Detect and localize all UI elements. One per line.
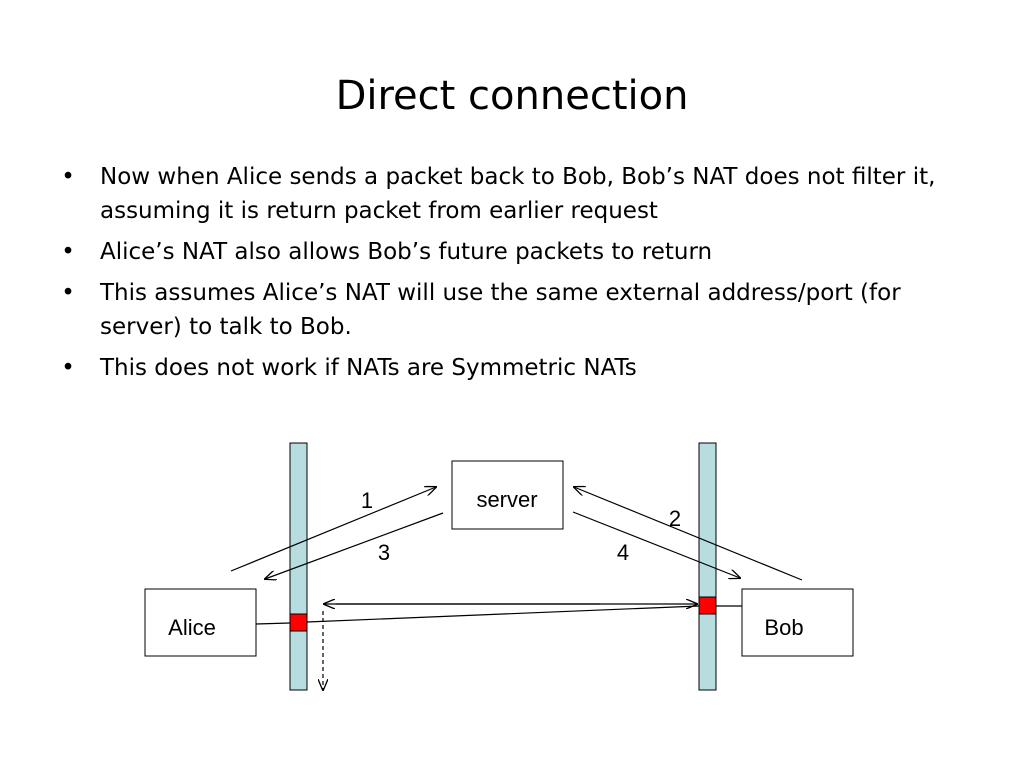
arrow-4-server-to-bob (572, 511, 740, 578)
bullet-item-4: • This does not work if NATs are Symmetr… (58, 351, 978, 385)
bullet-icon: • (61, 355, 75, 381)
bullet-item-1: • Now when Alice sends a packet back to … (58, 160, 978, 228)
bullet-text: This assumes Alice’s NAT will use the sa… (100, 280, 901, 340)
arrow-3-server-to-alice (265, 512, 444, 579)
bullet-text: Alice’s NAT also allows Bob’s future pac… (100, 239, 713, 265)
bob-label: Bob (764, 615, 803, 640)
arrow-1-alice-to-server (230, 487, 436, 572)
bullet-text: Now when Alice sends a packet back to Bo… (100, 164, 936, 224)
bob-nat-port (698, 596, 717, 615)
alice-nat-to-bob-nat-link (306, 605, 700, 623)
slide-title: Direct connection (335, 73, 689, 119)
bullet-text: This does not work if NATs are Symmetric… (100, 355, 637, 381)
bullet-item-3: • This assumes Alice’s NAT will use the … (58, 276, 978, 344)
bullet-icon: • (61, 239, 75, 265)
arrow-label-3: 3 (378, 540, 390, 565)
arrow-2-bob-to-server (574, 487, 803, 581)
alice-label: Alice (168, 615, 216, 640)
bullet-item-2: • Alice’s NAT also allows Bob’s future p… (58, 235, 978, 269)
bob-box (741, 588, 854, 657)
alice-box (144, 588, 257, 657)
bullet-icon: • (61, 280, 75, 306)
arrow-label-4: 4 (617, 540, 629, 565)
server-label: server (476, 487, 537, 512)
arrow-label-1: 1 (361, 488, 373, 513)
bullet-list: • Now when Alice sends a packet back to … (58, 160, 978, 392)
bob-nat-bar (698, 442, 717, 691)
bullet-icon: • (61, 164, 75, 190)
server-box (451, 460, 564, 530)
alice-to-nat-link (255, 622, 291, 625)
alice-nat-port (289, 613, 308, 632)
arrow-label-2: 2 (669, 506, 681, 531)
